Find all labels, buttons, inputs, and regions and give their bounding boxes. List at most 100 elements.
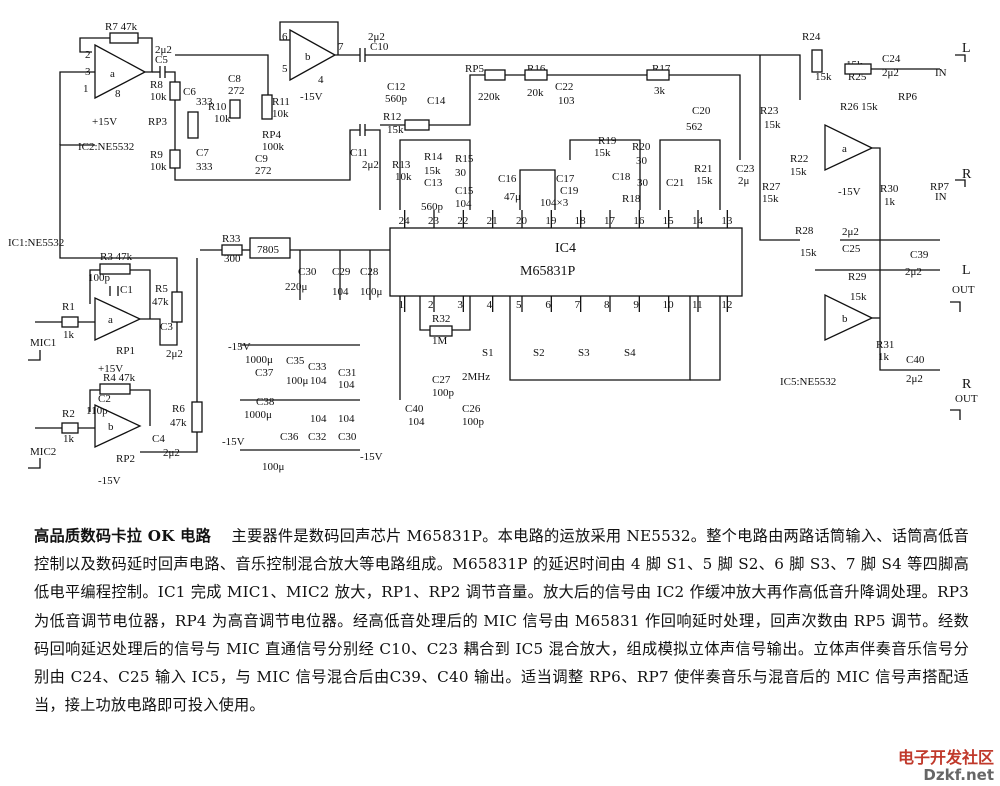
svg-text:333: 333: [196, 96, 213, 108]
svg-text:220μ: 220μ: [285, 281, 308, 293]
svg-text:15k: 15k: [387, 124, 404, 136]
svg-text:R13: R13: [392, 159, 411, 171]
mic1-label: MIC1: [30, 337, 56, 349]
svg-text:R18: R18: [622, 193, 641, 205]
svg-text:RP3: RP3: [148, 116, 167, 128]
svg-text:333: 333: [196, 161, 213, 173]
svg-text:2μ2: 2μ2: [163, 447, 180, 459]
svg-text:C31: C31: [338, 367, 356, 379]
svg-text:R29: R29: [848, 271, 867, 283]
svg-text:10k: 10k: [150, 161, 167, 173]
ic4-model: M65831P: [520, 264, 575, 279]
svg-text:C8: C8: [228, 73, 241, 85]
svg-text:10k: 10k: [395, 171, 412, 183]
svg-text:C2: C2: [98, 393, 111, 405]
svg-text:15k: 15k: [424, 165, 441, 177]
svg-text:C40: C40: [405, 403, 424, 415]
ic4-pin-number: 13: [721, 215, 733, 227]
ic1-label: IC1:NE5532: [8, 237, 64, 249]
svg-text:100k: 100k: [262, 141, 285, 153]
svg-text:R9: R9: [150, 149, 163, 161]
input-l-in: IN: [935, 67, 947, 79]
svg-text:30: 30: [637, 177, 649, 189]
svg-text:1k: 1k: [63, 433, 75, 445]
svg-text:15k: 15k: [790, 166, 807, 178]
svg-text:15k: 15k: [594, 147, 611, 159]
ic4-pin-number: 23: [428, 215, 440, 227]
svg-text:2: 2: [85, 49, 91, 61]
svg-text:104: 104: [338, 413, 355, 425]
svg-text:562: 562: [686, 121, 703, 133]
svg-text:100p: 100p: [462, 416, 485, 428]
svg-text:b: b: [108, 421, 114, 433]
svg-text:100μ: 100μ: [360, 286, 383, 298]
out-r-label: OUT: [955, 393, 978, 405]
svg-text:-15V: -15V: [838, 186, 861, 198]
svg-text:7: 7: [338, 41, 344, 53]
svg-text:1000μ: 1000μ: [244, 409, 272, 421]
ic1a-opamp: [94, 296, 142, 342]
ic5b-opamp: [824, 293, 874, 342]
svg-text:6: 6: [282, 31, 288, 43]
svg-text:100μ: 100μ: [262, 461, 285, 473]
ic4-pin-number: 19: [545, 215, 557, 227]
svg-text:+15V: +15V: [92, 116, 117, 128]
svg-text:R33: R33: [222, 233, 241, 245]
ic4-pin-number: 16: [633, 215, 645, 227]
svg-text:2μ2: 2μ2: [166, 348, 183, 360]
svg-text:5: 5: [282, 63, 288, 75]
ic4-pin-number: 17: [604, 215, 616, 227]
svg-text:C22: C22: [555, 81, 573, 93]
svg-text:C33: C33: [308, 361, 327, 373]
svg-text:15k: 15k: [850, 291, 867, 303]
svg-text:C10: C10: [370, 41, 389, 53]
svg-text:R21: R21: [694, 163, 712, 175]
input-r-label: R: [962, 167, 972, 182]
svg-text:1k: 1k: [878, 351, 890, 363]
switch-s2: S2: [533, 347, 545, 359]
out-r-letter: R: [962, 377, 972, 392]
svg-text:C26: C26: [462, 403, 481, 415]
svg-text:C16: C16: [498, 173, 517, 185]
svg-text:R28: R28: [795, 225, 814, 237]
svg-text:R27: R27: [762, 181, 781, 193]
svg-text:560p: 560p: [385, 93, 408, 105]
svg-text:104: 104: [310, 413, 327, 425]
svg-text:C21: C21: [666, 177, 684, 189]
svg-text:C35: C35: [286, 355, 305, 367]
svg-text:-15V: -15V: [222, 436, 245, 448]
regulator-label: 7805: [257, 244, 280, 256]
svg-text:R30: R30: [880, 183, 899, 195]
svg-text:RP4: RP4: [262, 129, 281, 141]
svg-text:C5: C5: [155, 54, 168, 66]
svg-text:15k: 15k: [696, 175, 713, 187]
ic5-label: IC5:NE5532: [780, 376, 836, 388]
svg-text:R1: R1: [62, 301, 75, 313]
svg-text:C14: C14: [427, 95, 446, 107]
ic1b-opamp: [94, 403, 142, 449]
ic4-pin-number: 6: [545, 299, 551, 311]
svg-text:104: 104: [455, 198, 472, 210]
svg-text:-15V: -15V: [98, 475, 121, 487]
svg-text:R8: R8: [150, 79, 163, 91]
svg-text:3k: 3k: [654, 85, 666, 97]
svg-text:RP2: RP2: [116, 453, 135, 465]
svg-text:R7 47k: R7 47k: [105, 21, 138, 33]
svg-text:R4 47k: R4 47k: [103, 372, 136, 384]
svg-text:C7: C7: [196, 147, 209, 159]
svg-text:1k: 1k: [884, 196, 896, 208]
svg-text:15k: 15k: [762, 193, 779, 205]
svg-text:C6: C6: [183, 86, 196, 98]
ic4-pin-number: 8: [604, 299, 610, 311]
svg-text:R22: R22: [790, 153, 808, 165]
svg-text:1: 1: [83, 83, 89, 95]
svg-text:C12: C12: [387, 81, 405, 93]
svg-text:C18: C18: [612, 171, 631, 183]
svg-text:C38: C38: [256, 396, 275, 408]
